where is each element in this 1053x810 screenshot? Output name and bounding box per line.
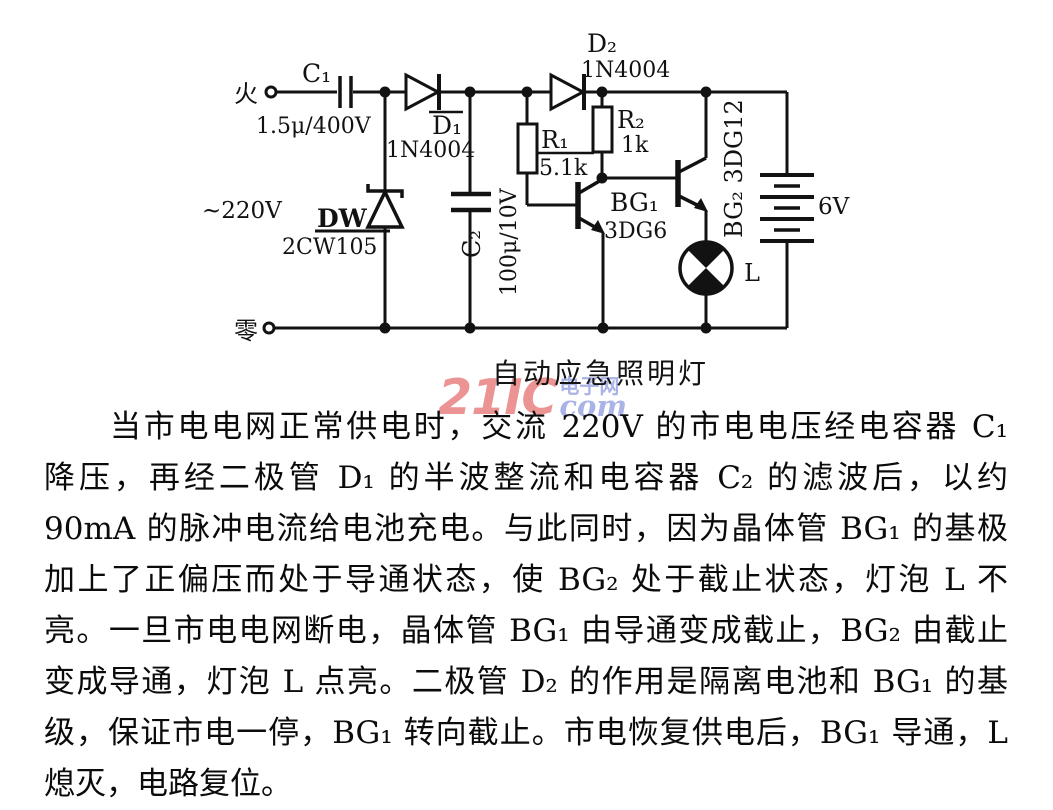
capacitor-c2 — [451, 191, 491, 213]
battery-voltage-label: 6V — [818, 194, 850, 220]
lamp-top-wedge — [687, 241, 725, 268]
live-terminal-label: 火 — [234, 80, 258, 108]
transistor-bg2-emitter-arrow — [694, 198, 708, 212]
description-line: 级，保证市电一停，BG₁ 转向截止。市电恢复供电后，BG₁ 导通，L — [44, 715, 1008, 751]
transistor-bg2-arms — [678, 156, 707, 209]
mains-voltage-label: ~220V — [202, 198, 282, 224]
description-line: 当市电电网正常供电时，交流 220V 的市电电压经电容器 C₁ — [110, 409, 1008, 445]
c2-value-label: 100μ/10V — [497, 187, 522, 296]
description-line: 加上了正偏压而处于导通状态，使 BG₂ 处于截止状态，灯泡 L 不 — [44, 562, 1008, 598]
junction-dots — [379, 86, 712, 334]
description-text: 当市电电网正常供电时，交流 220V 的市电电压经电容器 C₁ 降压，再经二极管… — [44, 402, 1008, 810]
r2-value-label: 1k — [621, 133, 649, 158]
bg1-label: BG₁ — [610, 188, 659, 217]
d1-value-label: 1N4004 — [386, 138, 475, 163]
c2-label: C₂ — [458, 230, 486, 258]
lamp-bottom-wedge — [687, 268, 725, 295]
r1-label: R₁ — [541, 126, 569, 154]
bg1-value-label: 3DG6 — [604, 219, 667, 244]
watermark-brand: 21IC — [438, 369, 557, 426]
resistor-r2 — [591, 105, 614, 154]
watermark-site: 电子网 — [559, 374, 620, 398]
transistor-bg1-arms — [578, 177, 604, 232]
diode-d2 — [549, 72, 587, 112]
description-line: 熄灭，电路复位。 — [44, 766, 292, 802]
dw-label: DW — [317, 204, 368, 233]
d2-value-label: 1N4004 — [581, 58, 670, 83]
dw-value-label: 2CW105 — [282, 235, 377, 260]
description-line: 降压，再经二极管 D₁ 的半波整流和电容器 C₂ 的滤波后，以约 — [44, 460, 1008, 496]
c1-value-label: 1.5μ/400V — [256, 114, 372, 139]
description-line: 亮。一旦市电电网断电，晶体管 BG₁ 由导通变成截止，BG₂ 由截止 — [44, 613, 1008, 649]
transistor-bg1-emitter-arrow — [591, 220, 605, 234]
description-line: 变成导通，灯泡 L 点亮。二极管 D₂ 的作用是隔离电池和 BG₁ 的基 — [44, 664, 1008, 700]
c1-label: C₁ — [302, 59, 331, 88]
description-line: 90mA 的脉冲电流给电池充电。与此同时，因为晶体管 BG₁ 的基极 — [44, 511, 1008, 547]
d2-label: D₂ — [587, 29, 617, 58]
capacitor-c1 — [338, 76, 353, 108]
zener-dw-triangle — [365, 187, 405, 229]
diode-d1 — [404, 72, 442, 112]
terminal-live — [264, 85, 278, 99]
circuit-diagram: 火 零 ~220V C₁ 1.5μ/400V D₁ 1N4004 DW 2CW1… — [202, 29, 850, 345]
lamp-label: L — [744, 259, 760, 287]
terminal-neutral — [262, 321, 276, 335]
bg2-label: BG₂ 3DG12 — [720, 99, 748, 238]
d1-label: D₁ — [432, 111, 462, 140]
battery-short-plates — [774, 184, 800, 232]
figure-caption: 自动应急照明灯 — [492, 357, 710, 390]
neutral-terminal-label: 零 — [234, 317, 258, 345]
battery-long-plates — [760, 173, 814, 243]
r1-value-label: 5.1k — [539, 156, 588, 181]
watermark-com: com — [559, 389, 628, 423]
r2-label: R₂ — [617, 106, 645, 134]
resistor-r1 — [516, 122, 539, 175]
